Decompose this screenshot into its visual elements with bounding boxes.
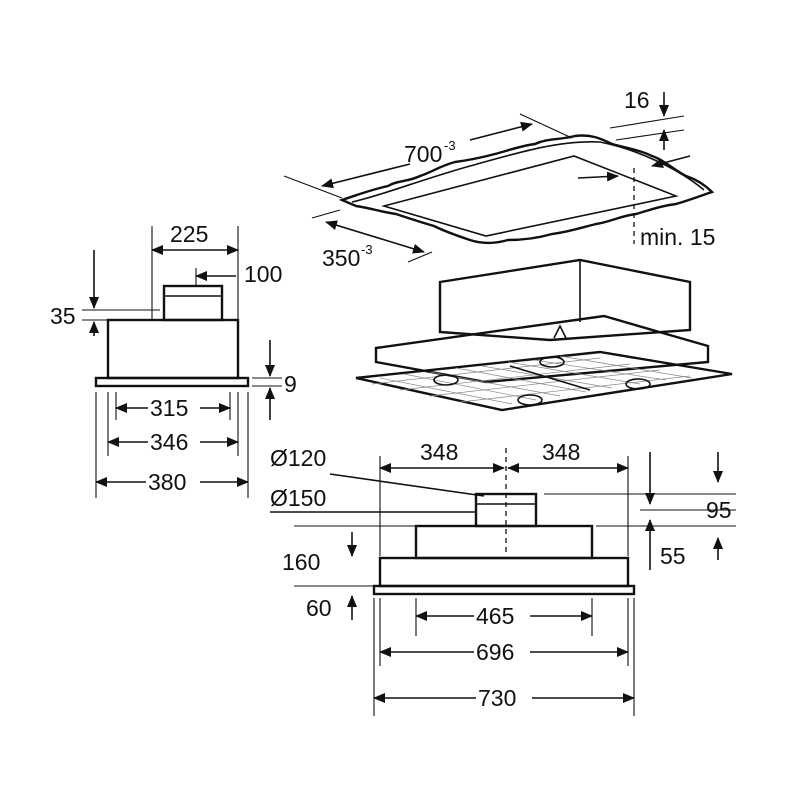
front-dim-696: 696 — [476, 639, 514, 665]
side-dim-315: 315 — [150, 395, 188, 421]
width-label: 350 — [322, 245, 360, 271]
front-lower-body — [378, 556, 630, 588]
side-dim-9: 9 — [284, 371, 297, 397]
min-distance-label: min. 15 — [640, 224, 715, 250]
length-tolerance: -3 — [444, 138, 456, 153]
diameter-120: Ø120 — [270, 445, 326, 471]
front-dim-95: 95 — [706, 497, 732, 523]
front-dim-60: 60 — [306, 595, 332, 621]
side-view: 225 100 35 9 315 346 380 — [50, 221, 297, 498]
side-dim-346: 346 — [150, 429, 188, 455]
front-dim-55: 55 — [660, 543, 686, 569]
front-view: 348 348 Ø120 Ø150 160 60 95 55 465 — [270, 439, 736, 716]
side-body — [106, 318, 240, 380]
diameter-150: Ø150 — [270, 485, 326, 511]
hood-perspective — [355, 258, 733, 412]
hood-filter-panel — [355, 350, 733, 412]
front-dim-730: 730 — [478, 685, 516, 711]
front-dim-160: 160 — [282, 549, 320, 575]
side-dim-100: 100 — [244, 261, 282, 287]
side-dim-380: 380 — [148, 469, 186, 495]
ceiling-board-outline — [338, 134, 715, 245]
length-label: 700 — [404, 141, 442, 167]
cutout-view: 700 -3 350 -3 16 min. 15 — [283, 87, 715, 271]
side-frame — [94, 376, 250, 388]
width-tolerance: -3 — [361, 242, 373, 257]
side-dim-225: 225 — [170, 221, 208, 247]
front-frame — [372, 584, 636, 596]
cutout-opening — [381, 155, 679, 237]
length-dim-line — [321, 163, 411, 189]
front-half-right: 348 — [542, 439, 580, 465]
side-duct — [162, 284, 224, 322]
side-dim-35: 35 — [50, 303, 76, 329]
width-dim-line — [325, 220, 425, 254]
hood-housing — [438, 258, 692, 342]
front-dim-465: 465 — [476, 603, 514, 629]
thickness-label: 16 — [624, 87, 650, 113]
front-half-left: 348 — [420, 439, 458, 465]
front-upper-body — [414, 524, 594, 560]
